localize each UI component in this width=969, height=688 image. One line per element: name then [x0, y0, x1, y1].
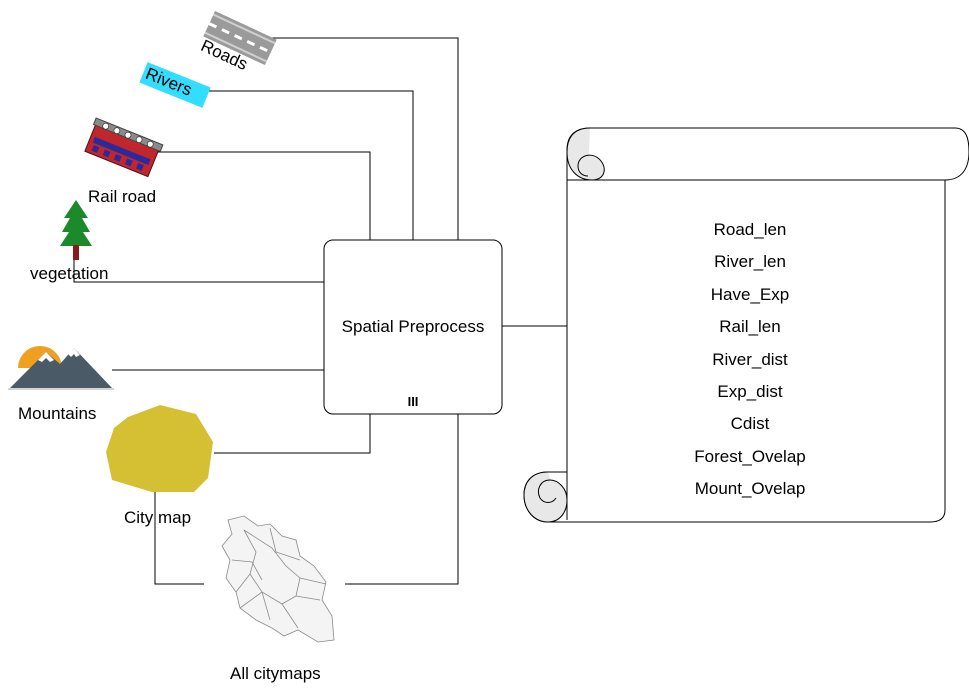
rail-road-label: Rail road: [88, 187, 157, 206]
output-variable: Mount_Ovelap: [694, 479, 806, 499]
tree-icon: [60, 200, 92, 260]
output-variable: Cdist: [730, 414, 770, 434]
output-variable: Exp_dist: [717, 381, 783, 401]
vegetation-connector: [73, 255, 324, 283]
city-map-connector: [214, 414, 371, 454]
rail-connector: [155, 151, 371, 240]
mountains-label: Mountains: [18, 404, 97, 423]
all-citymaps-connector: [154, 490, 204, 585]
output-variable: Have_Exp: [710, 284, 790, 304]
output-variable: River_len: [714, 252, 786, 272]
output-variable: Rail_len: [719, 317, 781, 337]
process-label: Spatial Preprocess: [341, 317, 485, 336]
output-variable: Forest_Ovelap: [694, 446, 806, 466]
all-citymaps-icon: [221, 515, 335, 643]
all-citymaps-to-process-connector: [345, 414, 459, 585]
city-map-icon: [106, 405, 213, 492]
all-citymaps-label: All citymaps: [230, 664, 321, 683]
output-variable: Road_len: [713, 220, 787, 239]
output-variable: River_dist: [712, 349, 788, 369]
mountains-icon: [8, 346, 114, 390]
output-variable-list: Road_len River_len Have_Exp Rail_len Riv…: [640, 214, 860, 506]
roads-icon: [203, 10, 277, 66]
vegetation-label: vegetation: [30, 264, 109, 283]
output-scroll: [523, 127, 969, 523]
rivers-icon: [139, 62, 211, 108]
spatial-preprocess-box: [323, 239, 503, 415]
process-marker: III: [407, 394, 419, 409]
connectors: [73, 37, 567, 585]
roads-connector: [272, 37, 459, 240]
city-map-label: City map: [124, 508, 192, 527]
train-car-icon: [84, 117, 164, 178]
rivers-connector: [205, 90, 414, 240]
